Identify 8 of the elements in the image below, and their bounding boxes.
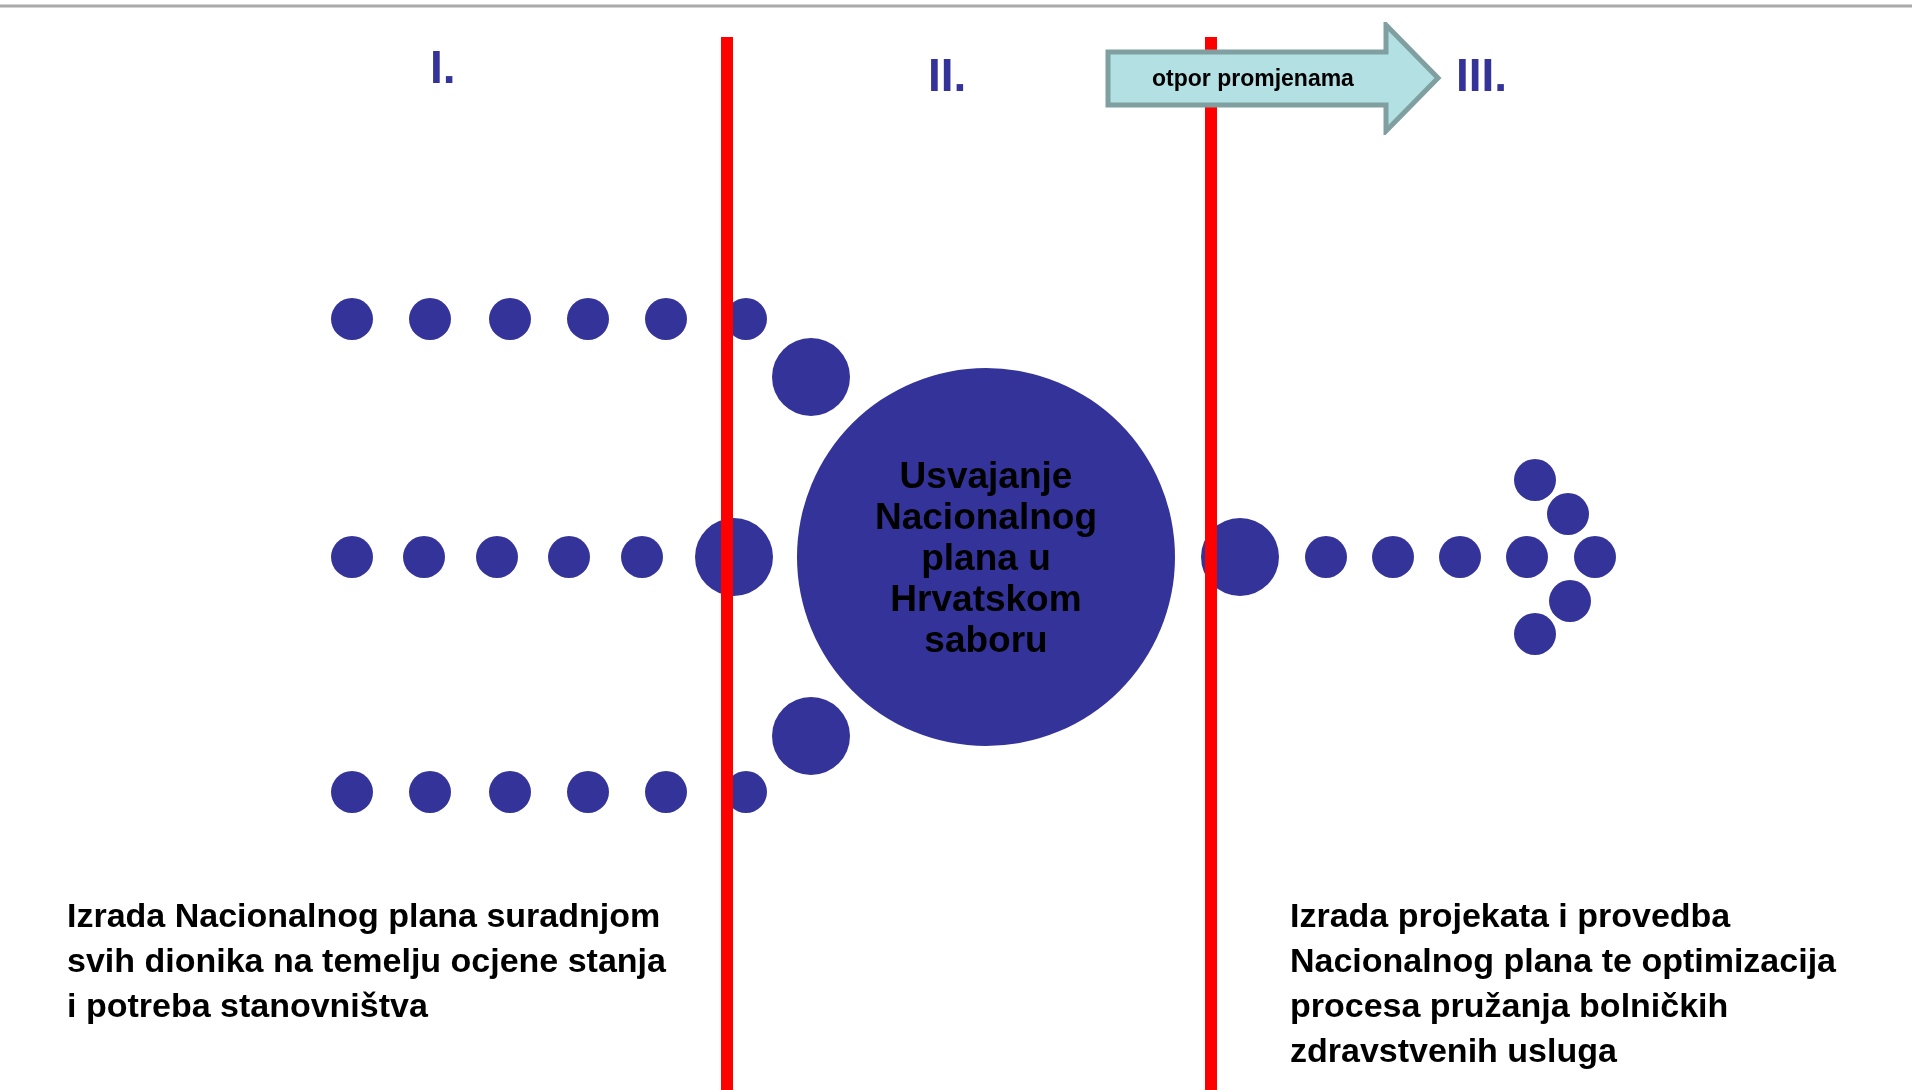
phase-description: Izrada projekata i provedba Nacionalnog plana te optimizacija procesa pružanja bolničkih zdravstvenih usluga	[1290, 895, 1837, 1071]
section-number: III.	[1456, 48, 1508, 102]
phase-description: Izrada Nacionalnog plana suradnjom svih dionika na temelju ocjene stanja i potreba stanovništva	[67, 895, 667, 1026]
circle-label: Usvajanje Nacionalnog plana u Hrvatskom saboru	[874, 454, 1098, 660]
arrow-label: otpor promjenama	[1152, 64, 1354, 92]
section-number: I.	[430, 40, 456, 94]
section-number: II.	[928, 48, 967, 102]
block-arrow	[1104, 22, 1442, 135]
